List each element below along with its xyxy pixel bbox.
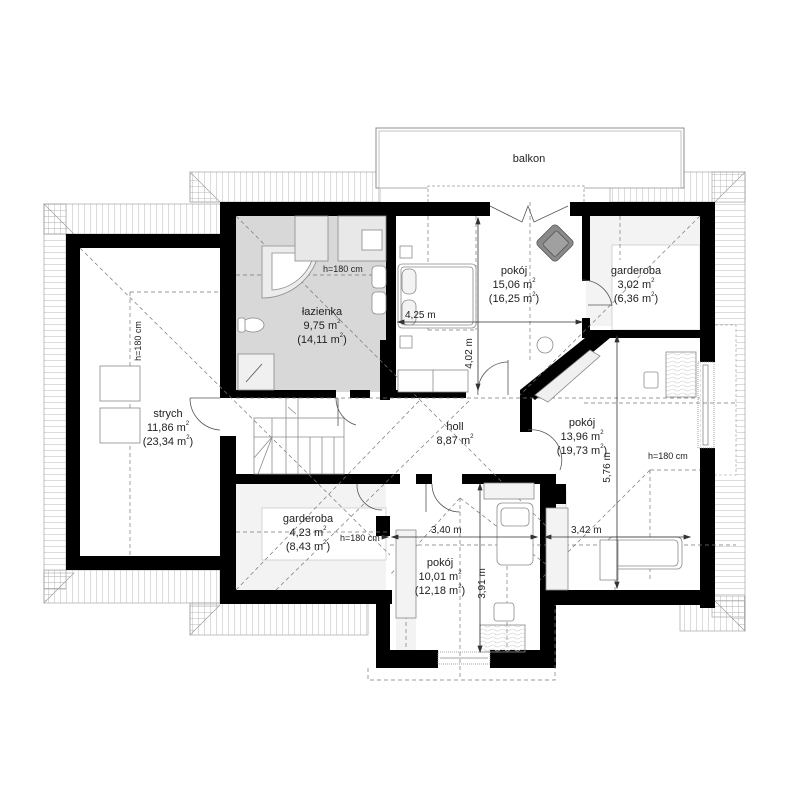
room-area: 4,23 m2 (289, 526, 327, 539)
height-note-lazienka: h=180 cm (323, 264, 363, 274)
unit-sup: 2 (185, 421, 190, 427)
roof-eaves (43, 171, 746, 636)
room-name: garderoba (610, 265, 662, 277)
unit-sup: 2 (323, 540, 327, 546)
dim-pokoj-east-depth: 5,76 m (601, 452, 613, 483)
room-area-total: (23,34 m2) (142, 435, 194, 448)
room-area: 15,06 m2 (492, 278, 536, 291)
dim-pokoj-south-width: 3,40 m (431, 525, 462, 536)
room-name: pokój (568, 417, 596, 429)
height-note-strych: h=180 cm (132, 321, 143, 361)
balcony (375, 127, 685, 203)
unit-sup: 2 (651, 278, 655, 284)
room-area-total: (8,43 m2) (285, 540, 331, 553)
dimension-lines (381, 216, 692, 654)
staircase (253, 398, 345, 475)
balcony-label: balkon (512, 153, 546, 165)
room-label-pokoj-east: pokój 13,96 m2 (19,73 m2) (557, 416, 607, 458)
dim-pokoj-north-width: 4,25 m (405, 310, 436, 321)
unit-sup: 2 (323, 526, 327, 532)
unit-sup: 2 (339, 333, 344, 339)
room-name: strych (153, 408, 183, 420)
unit-sup: 2 (600, 444, 604, 450)
room-label-garderoba-ne: garderoba 3,02 m2 (6,36 m2) (611, 264, 661, 306)
room-fills (80, 216, 701, 650)
unit-sup: 2 (470, 434, 474, 440)
room-area-total: (14,11 m2) (297, 333, 347, 346)
unit-sup: 2 (458, 584, 462, 590)
room-name: holl (446, 421, 464, 433)
room-label-pokoj-south: pokój 10,01 m2 (12,18 m2) (415, 556, 465, 598)
room-label-garderoba-sw: garderoba 4,23 m2 (8,43 m2) (283, 512, 333, 554)
height-note-pokoj-east: h=180 cm (648, 451, 688, 461)
room-area: 10,01 m2 (418, 570, 462, 583)
room-name: pokój (500, 265, 528, 277)
room-area: 11,86 m2 (146, 421, 190, 434)
room-area-total: (6,36 m2) (613, 292, 659, 305)
unit-sup: 2 (458, 570, 462, 576)
room-label-pokoj-north: pokój 15,06 m2 (16,25 m2) (489, 264, 539, 306)
room-label-strych: strych 11,86 m2 (23,34 m2) (143, 407, 193, 449)
room-label-lazienka: łazienka 9,75 m2 (14,11 m2) (297, 305, 347, 347)
dim-pokoj-north-depth: 4,02 m (463, 338, 475, 369)
room-area: 13,96 m2 (560, 430, 604, 443)
height-note-garderoba-sw: h=180 cm (340, 533, 380, 543)
room-label-holl: holl 8,87 m2 (437, 420, 474, 448)
unit-sup: 2 (651, 292, 655, 298)
unit-sup: 2 (532, 292, 536, 298)
room-area: 8,87 m2 (436, 434, 474, 447)
unit-sup: 2 (337, 319, 341, 325)
unit-sup: 2 (186, 435, 190, 441)
room-area-total: (16,25 m2) (488, 292, 540, 305)
room-name: łazienka (301, 306, 343, 318)
room-area: 9,75 m2 (303, 319, 341, 332)
walls (66, 202, 715, 668)
dim-pokoj-south-depth: 3,91 m (476, 568, 488, 599)
room-area-total: (12,18 m2) (414, 584, 466, 597)
dim-pokoj-east-width: 3,42 m (571, 525, 602, 536)
room-name: pokój (426, 557, 454, 569)
unit-sup: 2 (532, 278, 536, 284)
room-name: garderoba (282, 513, 334, 525)
doors (189, 204, 715, 665)
room-area: 3,02 m2 (617, 278, 655, 291)
unit-sup: 2 (600, 430, 604, 436)
furniture (99, 215, 697, 653)
room-area-total: (19,73 m2) (556, 444, 608, 457)
